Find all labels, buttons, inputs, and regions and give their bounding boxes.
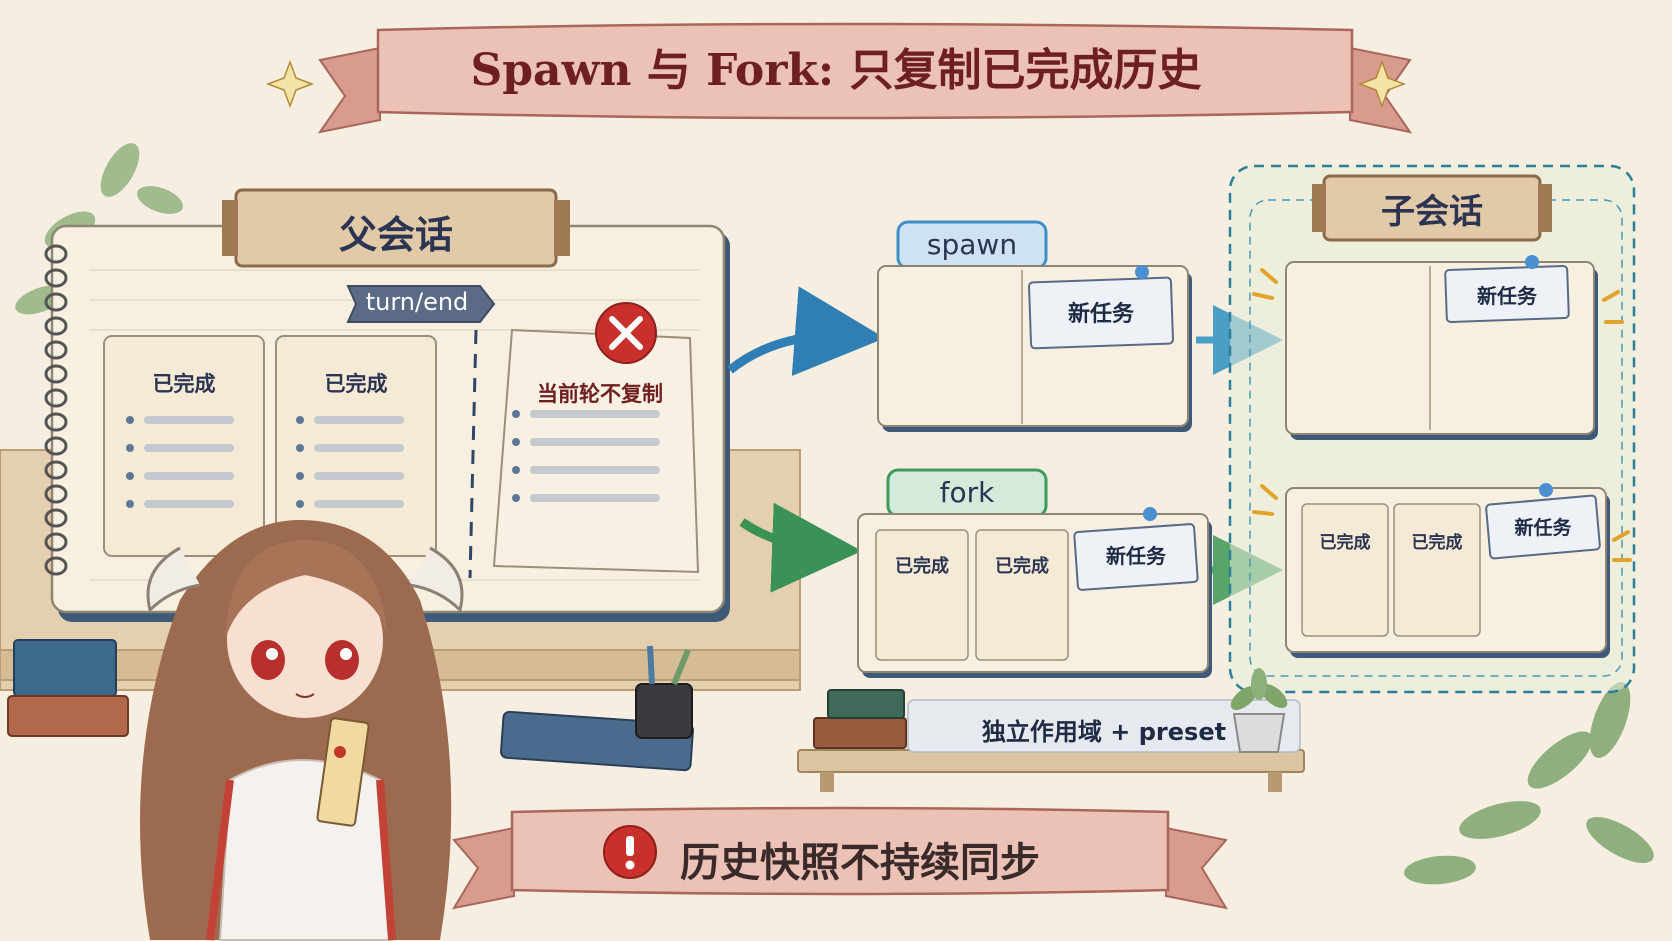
fork-new-task-note [1073,507,1199,591]
bullet-dot [126,472,134,480]
child-fork-new-task-label: 新任务 [1514,517,1572,539]
plant-pot-icon [1230,668,1288,753]
child-fork-completed-card [1301,503,1389,637]
bullet-dot [296,472,304,480]
fork-new-task-label: 新任务 [1106,544,1166,568]
spawn-arrow [727,286,885,377]
spiral-ring [44,508,68,528]
spiral-ring [44,340,68,360]
bullet-dot [126,444,134,452]
page-title: Spawn 与 Fork: 只复制已完成历史 [470,45,1202,96]
bullet-dot [512,438,520,446]
bullet-dot [296,500,304,508]
spawn-label: spawn [926,228,1018,261]
spiral-ring [44,532,68,552]
character-illustration [140,520,464,941]
fork-arrow [739,502,862,593]
spawn-new-task-note [1028,265,1174,350]
turn-divider [468,329,478,579]
plant-decoration-right [1404,682,1654,885]
bullet-dot [512,410,520,418]
fork-label: fork [939,476,995,509]
child-fork-completed-label-2: 已完成 [1411,533,1463,553]
book-stack-icon [813,689,907,749]
parent-completed-label-2: 已完成 [324,372,388,396]
parent-session-label: 父会话 [338,212,453,257]
pen-cup-icon [635,645,693,739]
fork-completed-label-1: 已完成 [895,556,949,577]
highlight-marks [1252,268,1632,562]
spiral-binding [44,244,68,576]
spiral-ring [44,484,68,504]
error-x-icon [595,302,657,364]
bullet-line [314,472,404,480]
bottom-banner-text: 历史快照不持续同步 [680,839,1040,886]
spiral-ring [44,364,68,384]
bullet-line [314,416,404,424]
exclamation-icon [603,825,657,879]
child-plaque [1312,174,1552,242]
bullet-line [314,500,404,508]
fork-completed-label-2: 已完成 [995,556,1049,577]
spiral-ring [44,412,68,432]
fork-completed-card [975,529,1069,661]
bullet-dot [512,494,520,502]
spiral-ring [44,436,68,456]
bullet-dot [296,416,304,424]
turn-end-label: turn/end [365,288,469,316]
spiral-ring [44,316,68,336]
scope-shelf [797,699,1305,792]
bullet-line [530,466,660,474]
child-fork-completed-label-1: 已完成 [1319,533,1371,553]
bullet-line [144,472,234,480]
current-turn-card [492,328,700,574]
spiral-ring [44,556,68,576]
bullet-dot [296,444,304,452]
bullet-line [530,410,660,418]
spawn-new-task-label: 新任务 [1067,302,1134,327]
fork-completed-card [875,529,969,661]
spiral-ring [44,460,68,480]
bullet-line [144,416,234,424]
parent-plaque [222,188,570,268]
child-fork-completed-card [1393,503,1481,637]
spiral-ring [44,244,68,264]
title-banner [317,22,1413,134]
bottom-banner [451,806,1229,910]
sparkle-icon [265,59,1407,109]
bullet-line [530,494,660,502]
parent-completed-label-1: 已完成 [152,372,216,396]
spiral-ring [44,268,68,288]
child-spawn-new-task-note [1444,255,1570,323]
card-bullets [126,410,660,508]
bullet-line [314,444,404,452]
bullet-dot [126,500,134,508]
current-turn-label: 当前轮不复制 [537,382,663,406]
spiral-ring [44,388,68,408]
bullet-line [144,500,234,508]
bullet-line [530,438,660,446]
scope-note: 独立作用域 + preset [981,718,1227,746]
bullet-dot [512,466,520,474]
child-session-label: 子会话 [1381,192,1483,232]
bullet-dot [126,416,134,424]
spiral-ring [44,292,68,312]
turn-end-tag [346,285,496,323]
bullet-line [144,444,234,452]
child-spawn-new-task-label: 新任务 [1477,284,1537,308]
child-fork-new-task-note [1485,483,1601,560]
